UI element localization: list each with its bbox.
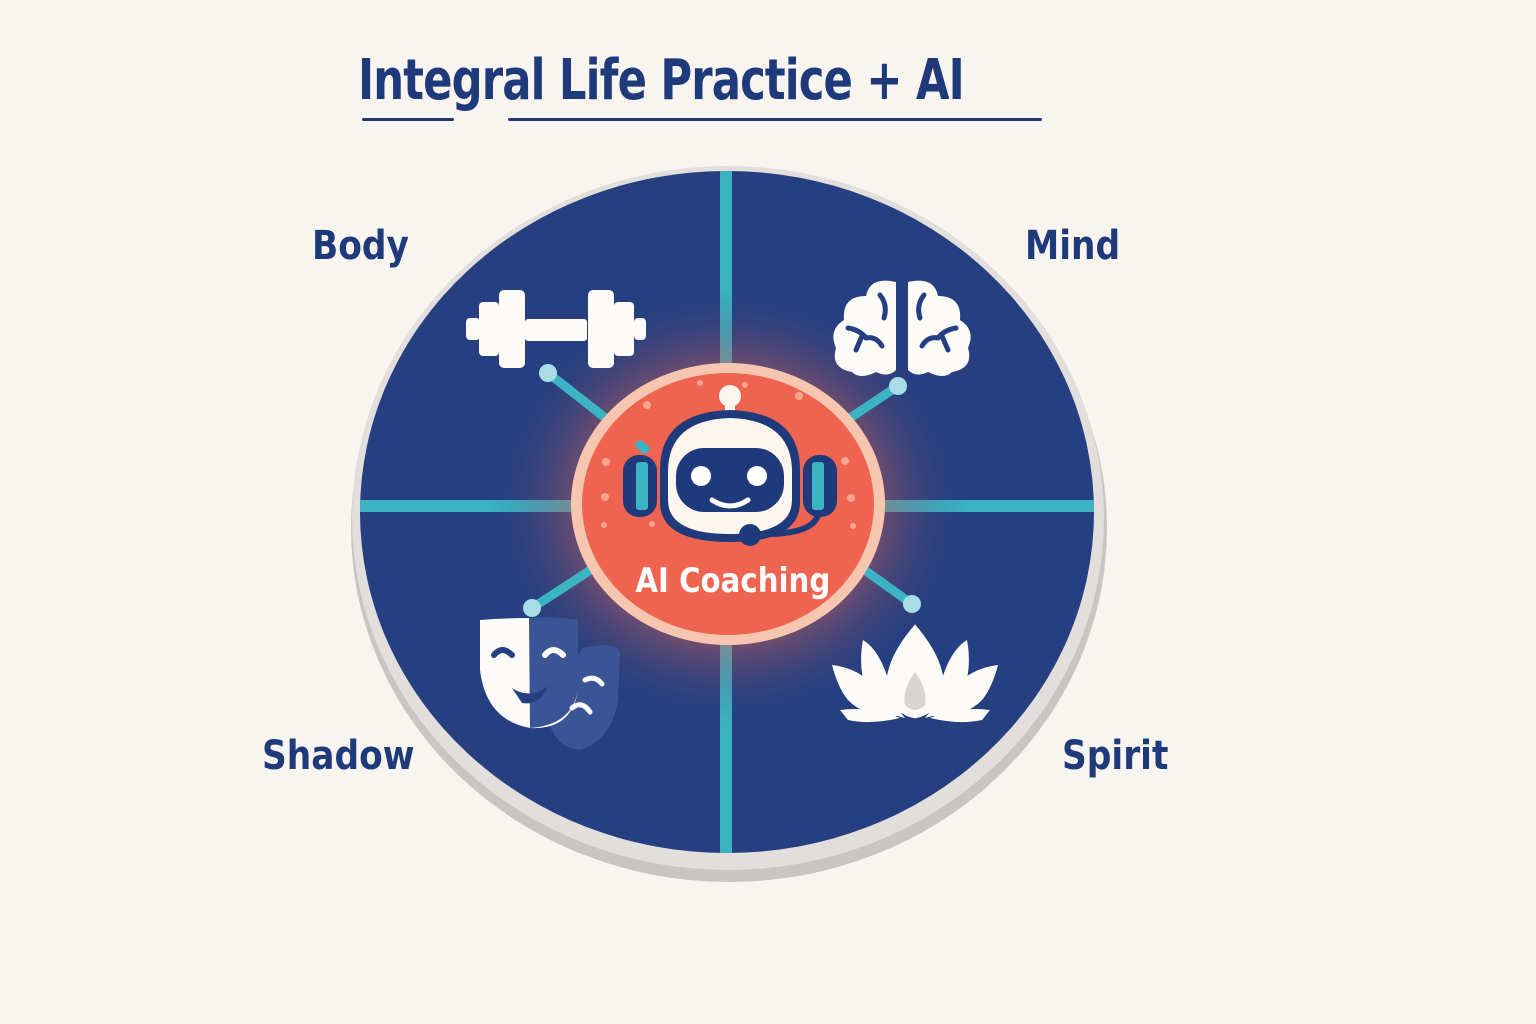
connector-node-shadow xyxy=(523,599,541,617)
title-underline-right xyxy=(508,118,1042,121)
title-underline-left xyxy=(362,118,454,121)
quadrant-label-mind: Mind xyxy=(1025,223,1121,269)
ai-coaching-label: AI Coaching xyxy=(635,561,831,601)
diagram-title: Integral Life Practice + AI xyxy=(358,48,965,113)
dumbbell-icon xyxy=(466,290,646,368)
quadrant-label-shadow: Shadow xyxy=(262,733,415,779)
robot-headset-icon xyxy=(623,385,837,546)
quadrant-label-spirit: Spirit xyxy=(1062,733,1169,779)
connector-node-body xyxy=(539,364,557,382)
theater-masks-icon xyxy=(480,617,621,750)
brain-icon xyxy=(833,280,971,376)
lotus-icon xyxy=(832,619,998,723)
sparkle-dots xyxy=(601,380,856,529)
quadrant-label-body: Body xyxy=(312,223,409,269)
connector-node-spirit xyxy=(903,595,921,613)
connector-node-mind xyxy=(889,377,907,395)
